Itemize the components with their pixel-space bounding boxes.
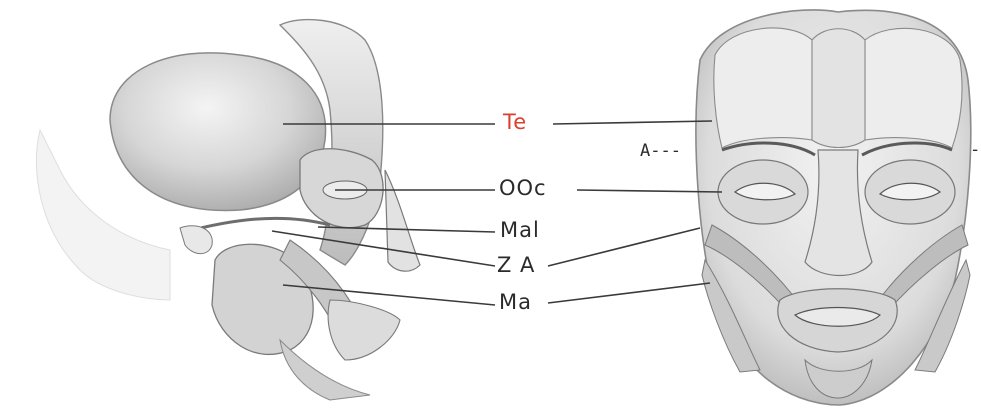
label-a-left: A--- <box>640 143 681 160</box>
side-view-head <box>36 20 420 400</box>
frontalis-left <box>714 28 812 148</box>
procerus <box>812 29 865 148</box>
ear-side <box>180 226 212 254</box>
temporalis-cranium <box>110 53 326 211</box>
te-line-right <box>553 121 712 124</box>
label-a-right: - <box>970 142 980 159</box>
label-te: Te <box>503 112 527 133</box>
frontalis-right <box>865 28 962 148</box>
front-view-face <box>696 10 971 405</box>
label-za: Z A <box>497 255 535 276</box>
label-ma: Ma <box>499 292 532 313</box>
label-ooc: OOc <box>499 178 547 199</box>
mouth-side <box>328 300 400 360</box>
za-line-right <box>548 228 700 266</box>
label-mal: Mal <box>500 220 540 241</box>
nose-side <box>385 170 420 271</box>
ma-line-right <box>548 283 710 303</box>
